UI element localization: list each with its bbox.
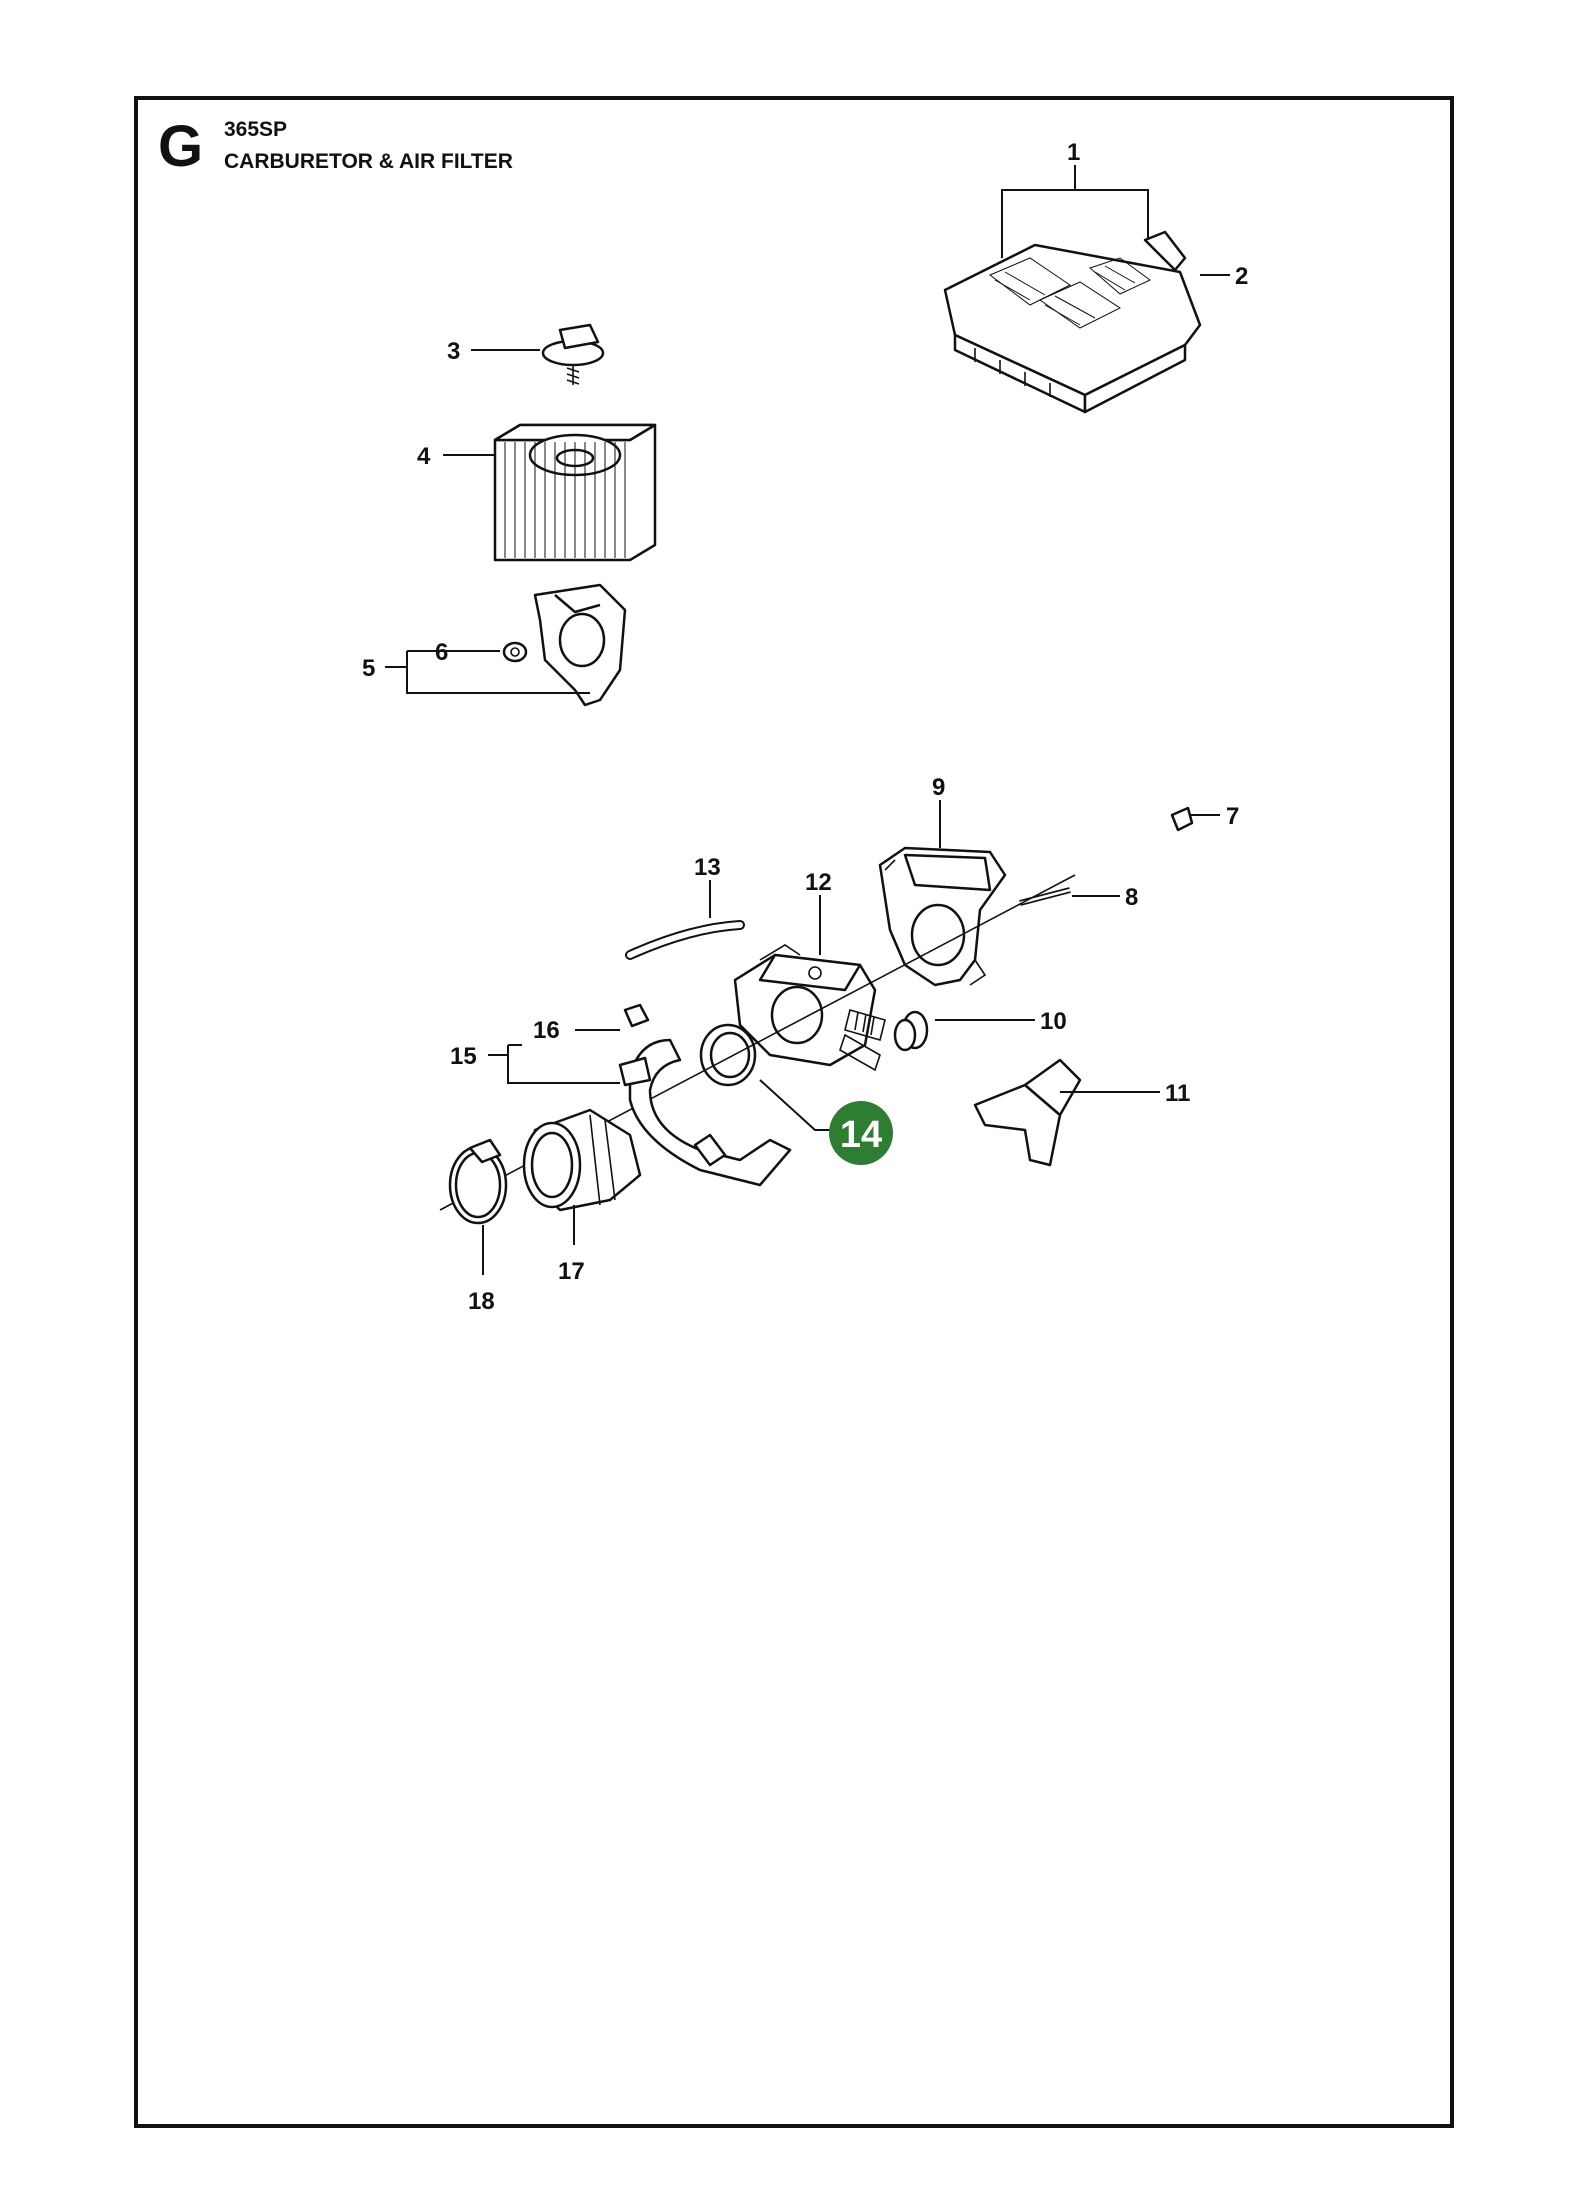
carburetor[interactable] xyxy=(733,944,886,1072)
callout-1: 1 xyxy=(1067,139,1080,166)
filter-holder[interactable] xyxy=(533,583,627,707)
fuel-hose[interactable] xyxy=(625,920,745,960)
rod[interactable] xyxy=(1019,887,1071,906)
callout-6: 6 xyxy=(435,639,448,666)
section-letter: G xyxy=(158,114,204,179)
model-number: 365SP xyxy=(224,118,288,141)
callout-12: 12 xyxy=(805,869,832,896)
diagram-title: CARBURETOR & AIR FILTER xyxy=(224,150,513,173)
callout-10: 10 xyxy=(1040,1008,1067,1035)
bracket[interactable] xyxy=(973,1058,1082,1167)
callout-8: 8 xyxy=(1125,884,1138,911)
intake-manifold[interactable] xyxy=(878,846,1007,987)
fitting[interactable] xyxy=(893,1010,929,1052)
callout-4: 4 xyxy=(417,443,431,470)
callout-15: 15 xyxy=(450,1043,477,1070)
nut[interactable] xyxy=(502,641,528,663)
callout-14: 14 xyxy=(840,1114,882,1156)
callout-2: 2 xyxy=(1235,263,1248,290)
callout-17: 17 xyxy=(558,1258,585,1285)
clip[interactable] xyxy=(623,1003,650,1028)
callout-5: 5 xyxy=(362,655,375,682)
callout-11: 11 xyxy=(1165,1080,1190,1107)
callout-13: 13 xyxy=(694,854,721,881)
clamp-assembly[interactable] xyxy=(618,1038,792,1187)
page-frame xyxy=(134,96,1454,2128)
callout-7: 7 xyxy=(1226,803,1239,830)
callout-16: 16 xyxy=(533,1017,560,1044)
filter-knob[interactable] xyxy=(541,323,605,385)
air-filter[interactable] xyxy=(493,423,657,562)
hose-clamp[interactable] xyxy=(448,1138,508,1225)
callout-3: 3 xyxy=(447,338,460,365)
callout-9: 9 xyxy=(932,774,945,801)
callout-18: 18 xyxy=(468,1288,495,1315)
gasket-ring[interactable] xyxy=(699,1023,757,1087)
intake-boot[interactable] xyxy=(522,1108,642,1212)
air-filter-cover[interactable] xyxy=(943,230,1202,414)
long-bolt[interactable] xyxy=(1083,806,1194,902)
highlighted-callout-14[interactable]: 14 xyxy=(829,1101,893,1165)
